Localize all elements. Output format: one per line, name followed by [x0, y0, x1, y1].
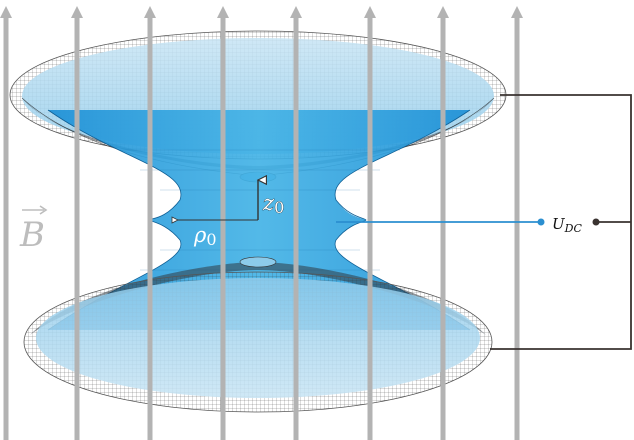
rho0-label: ρ0	[193, 223, 217, 249]
dimension-arrows	[171, 174, 267, 224]
voltage-label: UDC	[552, 215, 582, 235]
vector-arrow-head	[39, 205, 48, 215]
up-arrow-icon	[217, 6, 229, 18]
svg-text:ρ0: ρ0	[193, 223, 217, 249]
svg-text:z0: z0	[262, 191, 284, 217]
magnetic-field-symbol: B	[19, 215, 45, 255]
up-arrow-icon	[71, 6, 83, 18]
voltage-symbol: U	[552, 215, 566, 233]
filled-dot-icon	[537, 218, 545, 226]
wiring	[336, 94, 632, 350]
rho0-subscript: 0	[206, 230, 216, 249]
rho0-symbol: ρ	[193, 223, 207, 247]
up-arrow-icon	[437, 6, 449, 18]
z0-label: z0	[262, 191, 285, 218]
z0-symbol: z	[262, 191, 275, 215]
bottom-endcap-electrode	[23, 256, 493, 413]
up-arrow-icon	[144, 6, 156, 18]
up-arrow-icon	[290, 6, 302, 18]
magnetic-field-lines	[0, 6, 523, 440]
z0-subscript: 0	[274, 198, 284, 217]
magnetic-field-label: B	[19, 205, 48, 255]
up-arrow-icon	[364, 6, 376, 18]
svg-text:UDC: UDC	[552, 215, 582, 235]
up-arrow-icon	[511, 6, 523, 18]
up-arrow-icon	[0, 6, 12, 18]
voltage-subscript: DC	[564, 222, 583, 235]
filled-dot-icon	[592, 218, 600, 226]
